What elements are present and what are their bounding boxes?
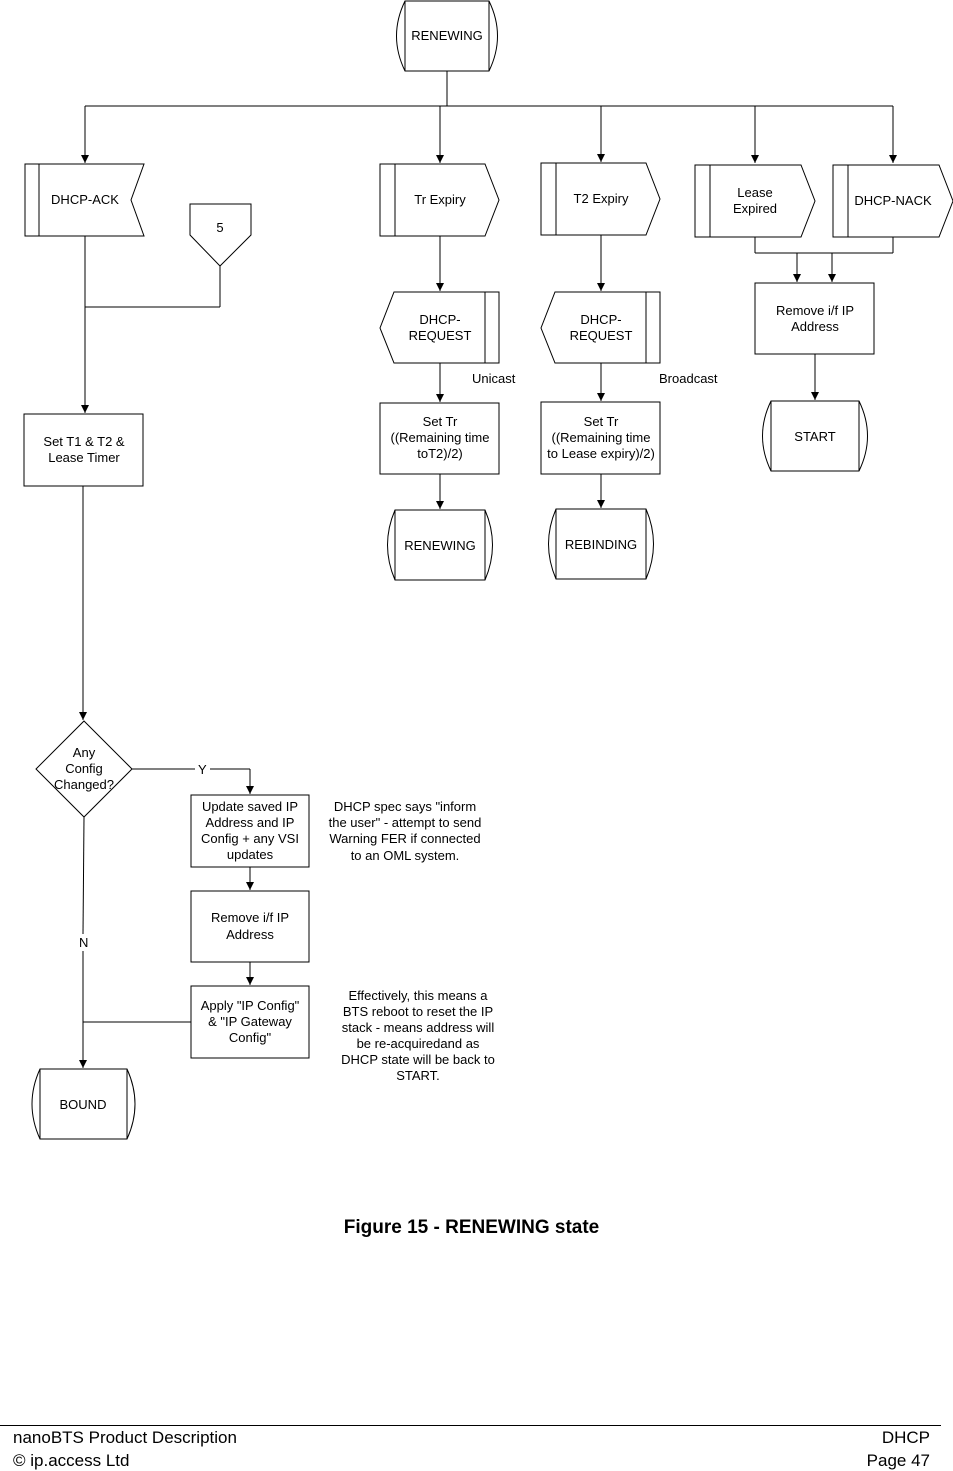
state-rebinding-label: REBINDING	[565, 537, 637, 552]
state-renewing	[387, 509, 493, 581]
connector-5-label: 5	[216, 220, 223, 235]
input-dhcp-nack-label: DHCP-NACK	[854, 193, 932, 208]
input-tr-expiry	[379, 163, 500, 237]
footer-divider	[0, 1425, 941, 1426]
flow-diagram: RENEWING DHCP-ACK Tr Expiry T2 Expiry Le…	[23, 0, 953, 1140]
input-t2-expiry	[540, 162, 661, 236]
state-rebinding	[548, 508, 654, 580]
label-no: N	[79, 935, 88, 950]
footer-section: DHCP	[881, 1428, 930, 1447]
state-bound-label: BOUND	[60, 1097, 107, 1112]
input-dhcp-nack	[832, 164, 953, 238]
label-unicast: Unicast	[472, 371, 516, 386]
input-lease-expired	[694, 164, 816, 238]
output-request-broadcast-label: DHCP-REQUEST	[570, 312, 633, 343]
input-dhcp-ack-label: DHCP-ACK	[51, 192, 119, 207]
footer-product: nanoBTS Product Description	[13, 1428, 237, 1447]
label-yes: Y	[198, 762, 207, 777]
output-request-unicast-label: DHCP-REQUEST	[409, 312, 472, 343]
state-renewing-label: RENEWING	[404, 538, 476, 553]
state-start	[762, 400, 868, 472]
output-dhcp-request-unicast	[379, 291, 500, 364]
input-dhcp-ack	[24, 163, 145, 237]
output-dhcp-request-broadcast	[540, 291, 661, 364]
input-t2-expiry-label: T2 Expiry	[574, 191, 629, 206]
connector-5	[189, 203, 252, 267]
state-start-label: START	[794, 429, 835, 444]
state-renewing-top-label: RENEWING	[411, 28, 483, 43]
task-set-t1-t2-label: Set T1 & T2 &Lease Timer	[43, 434, 125, 465]
figure-caption: Figure 15 - RENEWING state	[343, 1217, 600, 1238]
state-bound	[31, 1068, 136, 1140]
footer-copyright: © ip.access Ltd	[13, 1451, 130, 1470]
input-tr-expiry-label: Tr Expiry	[414, 192, 466, 207]
footer-page-number: Page 47	[866, 1451, 930, 1470]
label-broadcast: Broadcast	[659, 371, 718, 386]
state-renewing-top	[396, 0, 498, 72]
